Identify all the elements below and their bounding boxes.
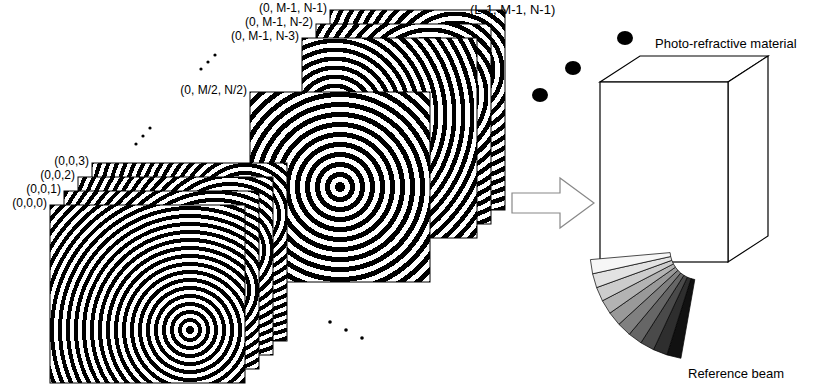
beam-label: Reference beam [688,367,784,380]
coordinate-label: (0,0,2) [40,169,75,182]
material-label: Photo-refractive material [655,37,797,50]
coordinate-label: (0,0,3) [54,155,89,168]
coordinate-label: (0,0,1) [26,183,61,196]
coordinate-label: (0,0,0) [12,197,47,210]
coordinate-label: (0, M/2, N/2) [180,84,247,97]
index-label: (L-1, M-1, N-1) [470,3,555,16]
coordinate-label: (0, M-1, N-3) [231,30,299,43]
coordinate-label: (0, M-1, N-2) [245,16,313,29]
coordinate-label: (0, M-1, N-1) [259,2,327,15]
